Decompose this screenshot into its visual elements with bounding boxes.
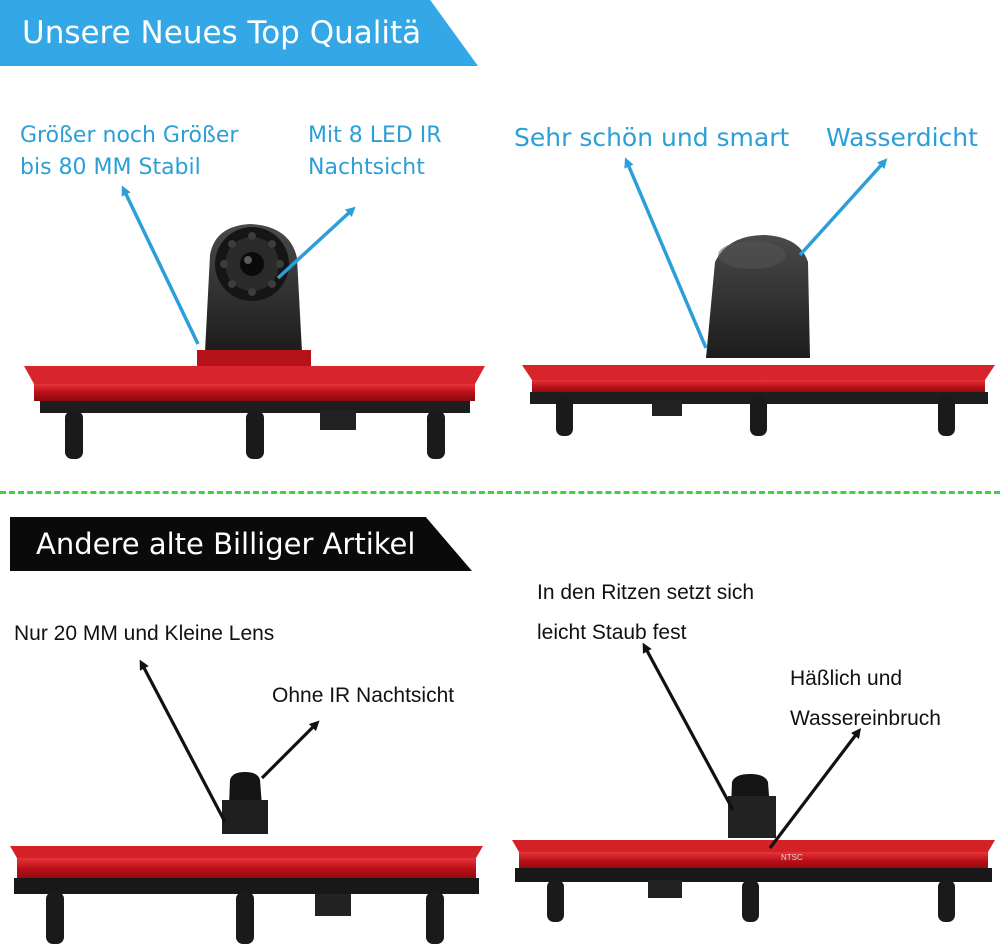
new-camera-housing-product [522,235,995,436]
old-small-lens-product [10,772,483,944]
label-no-ir: Ohne IR Nachtsicht [272,684,455,707]
blue-callout-arrows [121,157,888,349]
label-size-stable: Größer noch Größer bis 80 MM Stabil [20,123,239,180]
label-smart: Sehr schön und smart [514,123,790,152]
section-divider [0,491,1000,494]
label-dust: In den Ritzen setzt sich leicht Staub fe… [537,581,755,644]
top-quality-banner-text: Unsere Neues Top Qualitä [22,15,422,51]
new-camera-ir-product [24,224,485,459]
label-waterproof: Wasserdicht [826,123,978,152]
ntsc-marking: NTSC [781,853,803,862]
label-small-lens: Nur 20 MM und Kleine Lens [14,622,275,645]
label-ugly-leak: Häßlich und Wassereinbruch [790,667,941,730]
label-led-ir: Mit 8 LED IR Nachtsicht [308,123,442,180]
old-products-banner: Andere alte Billiger Artikel [10,517,472,571]
old-products-banner-text: Andere alte Billiger Artikel [36,527,416,561]
black-callout-arrows [139,642,862,849]
old-ugly-housing-product: NTSC [512,774,995,922]
top-quality-banner: Unsere Neues Top Qualitä [0,0,478,66]
